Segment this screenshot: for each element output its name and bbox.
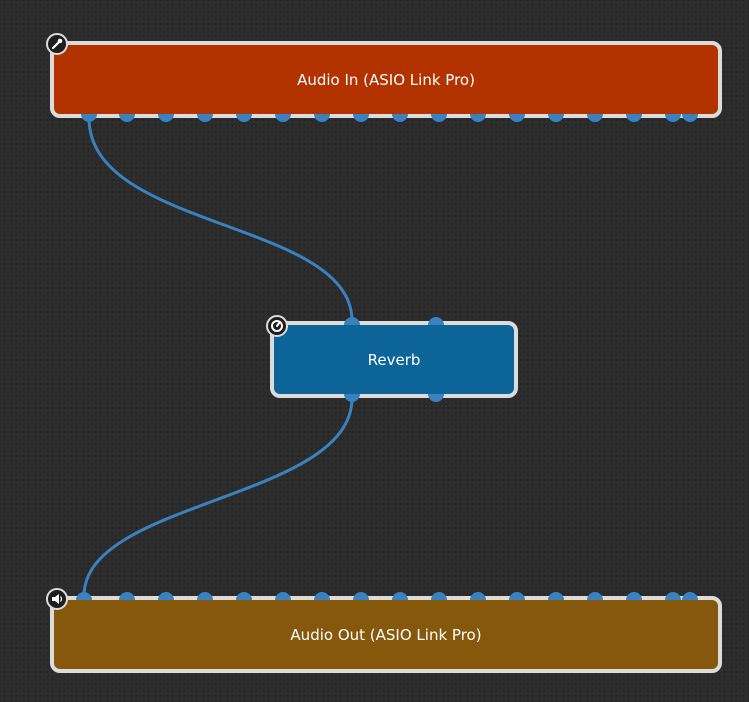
audio-out-input-port[interactable] xyxy=(431,592,447,600)
audio-out-input-port[interactable] xyxy=(587,592,603,600)
audio-out-input-port[interactable] xyxy=(665,592,681,600)
audio-in-output-port[interactable] xyxy=(275,114,291,122)
audio-out-input-port[interactable] xyxy=(76,592,92,600)
audio-in-output-port[interactable] xyxy=(509,114,525,122)
audio-in-output-port[interactable] xyxy=(587,114,603,122)
audio-in-output-port[interactable] xyxy=(548,114,564,122)
audio-in-output-port[interactable] xyxy=(470,114,486,122)
audio-out-input-port[interactable] xyxy=(682,592,698,600)
audio-in-output-port[interactable] xyxy=(665,114,681,122)
audio-in-output-port[interactable] xyxy=(81,114,97,122)
audio-out-input-port[interactable] xyxy=(275,592,291,600)
node-audio-in[interactable]: Audio In (ASIO Link Pro) xyxy=(50,41,722,118)
node-label-audio-out: Audio Out (ASIO Link Pro) xyxy=(290,625,482,644)
connection-audio-in-to-reverb[interactable] xyxy=(87,117,354,322)
node-reverb[interactable]: Reverb xyxy=(270,321,518,398)
audio-in-output-port[interactable] xyxy=(236,114,252,122)
audio-in-output-port[interactable] xyxy=(626,114,642,122)
audio-in-output-port[interactable] xyxy=(158,114,174,122)
reverb-input-port[interactable] xyxy=(428,317,444,325)
reverb-input-port[interactable] xyxy=(344,317,360,325)
audio-out-input-port[interactable] xyxy=(548,592,564,600)
reverb-output-port[interactable] xyxy=(428,394,444,402)
audio-out-input-port[interactable] xyxy=(470,592,486,600)
audio-in-output-port[interactable] xyxy=(314,114,330,122)
knob-icon xyxy=(266,315,288,337)
audio-out-input-port[interactable] xyxy=(314,592,330,600)
node-label-reverb: Reverb xyxy=(367,350,421,369)
microphone-icon xyxy=(46,33,68,55)
audio-out-input-port[interactable] xyxy=(158,592,174,600)
audio-out-input-port[interactable] xyxy=(353,592,369,600)
audio-out-input-port[interactable] xyxy=(236,592,252,600)
node-label-audio-in: Audio In (ASIO Link Pro) xyxy=(297,70,475,89)
audio-in-output-port[interactable] xyxy=(353,114,369,122)
audio-out-input-port[interactable] xyxy=(626,592,642,600)
audio-in-output-port[interactable] xyxy=(431,114,447,122)
audio-out-input-port[interactable] xyxy=(197,592,213,600)
audio-in-output-port[interactable] xyxy=(682,114,698,122)
audio-in-output-port[interactable] xyxy=(197,114,213,122)
audio-out-input-port[interactable] xyxy=(509,592,525,600)
node-audio-out[interactable]: Audio Out (ASIO Link Pro) xyxy=(50,596,722,673)
audio-out-input-port[interactable] xyxy=(119,592,135,600)
audio-in-output-port[interactable] xyxy=(119,114,135,122)
audio-out-input-port[interactable] xyxy=(392,592,408,600)
speaker-icon xyxy=(46,588,68,610)
audio-in-output-port[interactable] xyxy=(392,114,408,122)
reverb-output-port[interactable] xyxy=(344,394,360,402)
connection-reverb-to-audio-out[interactable] xyxy=(82,397,354,597)
